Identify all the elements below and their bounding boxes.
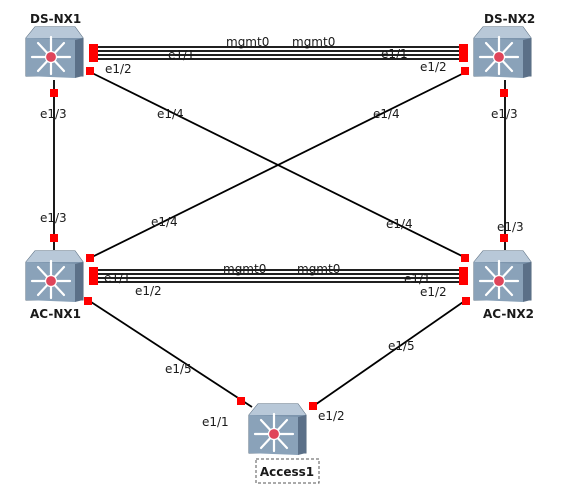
port-marker — [500, 89, 508, 97]
port-marker — [462, 297, 470, 305]
multilayer-switch-icon — [472, 249, 533, 304]
label-mgmt-ds-left: mgmt0 — [226, 35, 269, 49]
port-marker — [237, 397, 245, 405]
label-access-e1-1: e1/1 — [202, 415, 229, 429]
label-mgmt-ac-right: mgmt0 — [297, 262, 340, 276]
multilayer-switch-icon — [24, 249, 85, 304]
device-ds-nx2[interactable]: DS-NX2 — [472, 12, 535, 80]
port-marker — [459, 267, 468, 285]
multilayer-switch-icon — [24, 25, 85, 80]
label-mgmt-ds-right: mgmt0 — [292, 35, 335, 49]
device-access1[interactable]: Access1 — [247, 402, 320, 484]
label-ac2-e1-2: e1/2 — [420, 285, 447, 299]
link-ac2-access[interactable] — [311, 299, 467, 408]
label-mgmt-ac-left: mgmt0 — [223, 262, 266, 276]
label-ds2-e1-3: e1/3 — [491, 107, 518, 121]
hostname-frame-access1 — [255, 458, 320, 484]
device-ac-nx1[interactable]: AC-NX1 — [24, 249, 85, 321]
hostname-ac-nx1: AC-NX1 — [30, 307, 81, 321]
port-marker — [309, 402, 317, 410]
link-ds2-ac1[interactable] — [89, 71, 467, 259]
hostname-ds-nx2: DS-NX2 — [484, 12, 535, 26]
label-ac2-e1-1: e1/1 — [404, 272, 431, 286]
port-marker — [89, 267, 98, 285]
multilayer-switch-icon — [247, 402, 308, 457]
label-ac1-e1-2: e1/2 — [135, 284, 162, 298]
label-ds1-e1-4: e1/4 — [157, 107, 184, 121]
link-ac-pair[interactable] — [92, 269, 464, 283]
label-ds2-e1-4: e1/4 — [373, 107, 400, 121]
label-access-e1-2: e1/2 — [318, 409, 345, 423]
hostname-ds-nx1: DS-NX1 — [30, 12, 81, 26]
multilayer-switch-icon — [472, 25, 533, 80]
label-ac2-e1-5: e1/5 — [388, 339, 415, 353]
interface-labels: mgmt0 mgmt0 e1/1 e1/1 e1/2 e1/2 e1/3 e1/… — [40, 35, 524, 429]
label-ac2-e1-4: e1/4 — [386, 217, 413, 231]
port-marker — [50, 89, 58, 97]
label-ds1-e1-2: e1/2 — [105, 62, 132, 76]
label-ac2-e1-3: e1/3 — [497, 220, 524, 234]
label-ds1-e1-1: e1/1 — [168, 48, 195, 62]
label-ds2-e1-1: e1/1 — [381, 47, 408, 61]
port-marker — [500, 234, 508, 242]
port-marker — [461, 67, 469, 75]
label-ds1-e1-3: e1/3 — [40, 107, 67, 121]
port-marker — [461, 254, 469, 262]
label-ac1-e1-5: e1/5 — [165, 362, 192, 376]
label-ac1-e1-1: e1/1 — [104, 271, 131, 285]
port-marker — [89, 44, 98, 62]
link-ds-pair[interactable] — [92, 46, 464, 60]
label-ac1-e1-3: e1/3 — [40, 211, 67, 225]
port-markers — [50, 44, 508, 410]
port-marker — [50, 234, 58, 242]
device-ds-nx1[interactable]: DS-NX1 — [24, 12, 85, 80]
label-ds2-e1-2: e1/2 — [420, 60, 447, 74]
hostname-ac-nx2: AC-NX2 — [483, 307, 534, 321]
links-layer — [53, 46, 506, 408]
port-marker — [459, 44, 468, 62]
link-ac1-access[interactable] — [87, 299, 253, 408]
port-marker — [86, 254, 94, 262]
hostname-access1: Access1 — [260, 465, 314, 479]
port-marker — [84, 297, 92, 305]
device-ac-nx2[interactable]: AC-NX2 — [472, 249, 534, 321]
port-marker — [86, 67, 94, 75]
label-ac1-e1-4: e1/4 — [151, 215, 178, 229]
